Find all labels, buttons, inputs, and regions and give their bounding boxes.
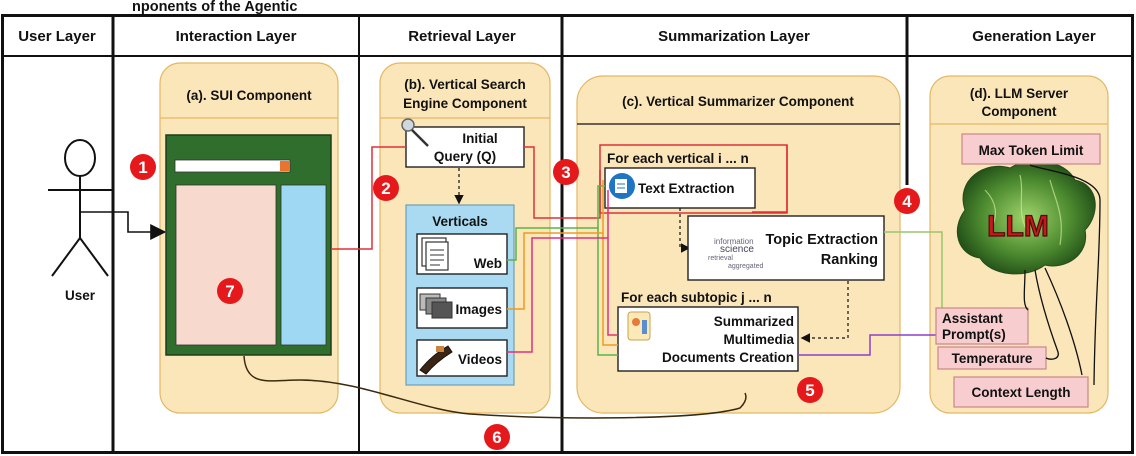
topic-to-llm-line xyxy=(884,231,943,312)
llm-text: LLM xyxy=(987,210,1049,243)
initial-query-box[interactable] xyxy=(405,126,525,168)
layer-header-interaction: Interaction Layer xyxy=(176,28,297,45)
llm-server-title-line2: Component xyxy=(982,104,1057,119)
topic-extraction-box[interactable] xyxy=(687,215,885,281)
layer-header-user: User Layer xyxy=(18,28,96,45)
context-length-box[interactable] xyxy=(953,376,1089,408)
diagram-frame xyxy=(1,14,1134,454)
web-to-summarized-line xyxy=(597,228,618,356)
magnifier-icon xyxy=(401,118,429,147)
vertical-videos-label: Videos xyxy=(458,352,502,367)
svg-text:5: 5 xyxy=(805,381,814,400)
search-engine-title-line2: Engine Component xyxy=(403,96,527,111)
layer-header-retrieval: Retrieval Layer xyxy=(408,28,516,45)
verticals-title: Verticals xyxy=(432,214,488,229)
initial-query-line2: Query (Q) xyxy=(434,149,496,164)
brain-to-temperature-connector xyxy=(1034,269,1059,360)
film-strip-icon xyxy=(419,345,453,375)
sui-sidebar-area xyxy=(280,184,327,346)
sui-component-title: (a). SUI Component xyxy=(186,88,312,103)
query-to-summarizer-line xyxy=(524,146,601,219)
extraction-to-topic-arrow xyxy=(679,208,691,253)
brain-to-context-connector xyxy=(1044,267,1083,376)
for-each-vertical-label: For each vertical i ... n xyxy=(607,151,749,166)
max-token-label: Max Token Limit xyxy=(979,143,1084,158)
text-extraction-icon xyxy=(609,173,635,199)
images-to-summarized-line xyxy=(602,233,618,346)
photos-icon xyxy=(419,293,453,319)
user-stick-figure-icon xyxy=(48,139,112,277)
summarizer-title: (c). Vertical Summarizer Component xyxy=(622,94,854,109)
text-extraction-label: Text Extraction xyxy=(638,181,735,196)
videos-to-summarized-line xyxy=(607,238,618,336)
temperature-label: Temperature xyxy=(952,351,1033,366)
step-badge-2: 2 xyxy=(373,175,399,201)
sui-search-bar[interactable] xyxy=(174,159,291,173)
summarized-line3: Documents Creation xyxy=(662,350,794,365)
feedback-loop-curve xyxy=(243,355,747,419)
initial-query-line1: Initial xyxy=(462,131,497,146)
topic-extraction-line1: Topic Extraction xyxy=(765,232,878,248)
step-badge-5: 5 xyxy=(797,377,823,403)
vertical-images-label: Images xyxy=(455,302,502,317)
vertical-web-label: Web xyxy=(474,256,502,271)
user-label: User xyxy=(65,288,96,303)
document-icon xyxy=(421,237,449,271)
max-token-connector xyxy=(1029,164,1101,386)
context-length-label: Context Length xyxy=(972,385,1071,400)
web-to-extraction-line xyxy=(507,185,605,261)
llm-server-title-line1: (d). LLM Server xyxy=(970,86,1069,101)
step-badge-3: 3 xyxy=(553,159,579,185)
assistant-prompt-line1: Assistant xyxy=(942,311,1003,326)
sui-search-button[interactable] xyxy=(280,161,290,171)
svg-text:6: 6 xyxy=(492,428,501,447)
svg-text:information: information xyxy=(714,237,754,246)
assistant-prompt-line2: Prompt(s) xyxy=(942,327,1006,342)
svg-text:4: 4 xyxy=(902,192,912,211)
multimedia-doc-icon xyxy=(627,311,651,341)
assistant-prompt-box[interactable] xyxy=(935,307,1029,345)
search-engine-title-line1: (b). Vertical Search xyxy=(404,77,526,92)
clipped-top-text: nponents of the Agentic xyxy=(132,0,297,15)
images-to-extraction-line xyxy=(507,180,604,310)
svg-text:aggregated: aggregated xyxy=(728,263,764,270)
step-badge-7: 7 xyxy=(217,278,243,304)
sui-screen[interactable] xyxy=(165,134,332,356)
step-badge-4: 4 xyxy=(894,188,920,214)
svg-text:3: 3 xyxy=(561,163,570,182)
query-loop-return-line xyxy=(752,145,788,213)
topic-extraction-line2: Ranking xyxy=(821,252,878,268)
step-badge-1: 1 xyxy=(130,154,156,180)
sui-results-area xyxy=(175,184,277,346)
llm-brain-icon: LLM xyxy=(956,160,1096,275)
max-token-box[interactable] xyxy=(961,133,1101,165)
layer-header-summarization: Summarization Layer xyxy=(658,28,810,45)
topic-to-summarized-arrow xyxy=(800,281,849,343)
svg-text:1: 1 xyxy=(138,158,147,177)
summarized-line1: Summarized xyxy=(714,314,794,329)
svg-text:retrieval: retrieval xyxy=(708,255,733,262)
svg-text:7: 7 xyxy=(225,282,234,301)
brain-to-prompt-connector xyxy=(1023,269,1029,311)
user-to-sui-arrow xyxy=(80,211,167,240)
svg-text:2: 2 xyxy=(381,179,390,198)
for-each-subtopic-label: For each subtopic j ... n xyxy=(621,290,772,305)
videos-to-extraction-line xyxy=(507,190,609,353)
step-badge-6: 6 xyxy=(484,424,510,450)
layer-header-generation: Generation Layer xyxy=(972,28,1096,45)
sui-to-query-line xyxy=(331,146,406,250)
word-cloud-icon: information science retrieval aggregated xyxy=(708,237,764,270)
summarized-line2: Multimedia xyxy=(723,332,794,347)
svg-text:science: science xyxy=(720,244,754,255)
